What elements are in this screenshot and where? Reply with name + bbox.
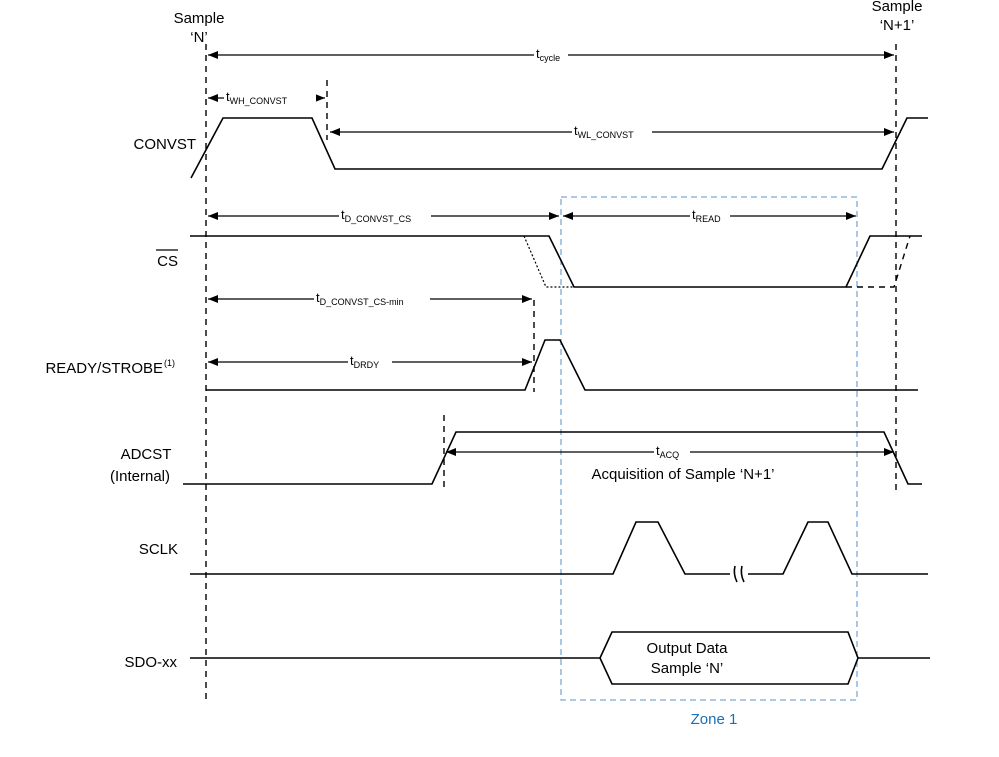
output-data-label-2: Sample ‘N’: [651, 660, 724, 677]
cs-waveform: [190, 235, 922, 288]
adcst-label: ADCST: [121, 446, 172, 463]
sclk-break-symbol: [733, 565, 745, 583]
svg-text:tWL_CONVST: tWL_CONVST: [574, 123, 634, 140]
sdo-data-window: [599, 631, 859, 685]
cs-min-dotted: [523, 235, 574, 288]
t-wl-convst-arrow: tWL_CONVST: [330, 123, 894, 140]
t-d-convst-cs-min-arrow: tD_CONVST_CS-min: [208, 290, 532, 307]
sample-n-label-2: ‘N’: [190, 29, 208, 46]
svg-text:tREAD: tREAD: [692, 207, 721, 224]
ready-footnote: (1): [164, 358, 175, 368]
sdo-label: SDO-xx: [125, 654, 178, 671]
adcst-label-internal: (Internal): [110, 468, 170, 485]
output-data-label-1: Output Data: [647, 640, 729, 657]
svg-text:tWH_CONVST: tWH_CONVST: [226, 89, 288, 106]
ready-waveform: [206, 339, 918, 391]
t-d-convst-cs-arrow: tD_CONVST_CS: [208, 207, 559, 224]
t-drdy-arrow: tDRDY: [208, 353, 532, 370]
svg-text:tcycle: tcycle: [536, 46, 560, 63]
sclk-waveform-1: [190, 521, 730, 575]
svg-text:tACQ: tACQ: [656, 443, 679, 460]
cs-label: CS: [157, 253, 178, 270]
svg-text:tD_CONVST_CS: tD_CONVST_CS: [341, 207, 411, 224]
acquisition-label: Acquisition of Sample ‘N+1’: [591, 466, 774, 483]
zone-1-box: [560, 196, 858, 701]
sclk-label: SCLK: [139, 541, 178, 558]
t-cycle-arrow: tcycle: [208, 46, 894, 63]
t-read-arrow: tREAD: [563, 207, 856, 224]
sclk-waveform-2: [748, 521, 928, 575]
t-acq-arrow: tACQ: [446, 443, 894, 460]
svg-text:tDRDY: tDRDY: [350, 353, 379, 370]
zone-label: Zone 1: [691, 711, 738, 728]
svg-text:tD_CONVST_CS-min: tD_CONVST_CS-min: [316, 290, 404, 307]
adcst-waveform: [183, 431, 922, 485]
cs-next-dashed: [846, 235, 911, 288]
convst-waveform: [190, 117, 928, 179]
convst-label: CONVST: [133, 136, 196, 153]
t-wh-convst-arrow: tWH_CONVST: [208, 89, 325, 106]
sample-n1-label-2: ‘N+1’: [880, 17, 915, 34]
sample-n1-label-1: Sample: [872, 0, 923, 15]
sample-n-label-1: Sample: [174, 10, 225, 27]
ready-label: READY/STROBE: [45, 360, 163, 377]
